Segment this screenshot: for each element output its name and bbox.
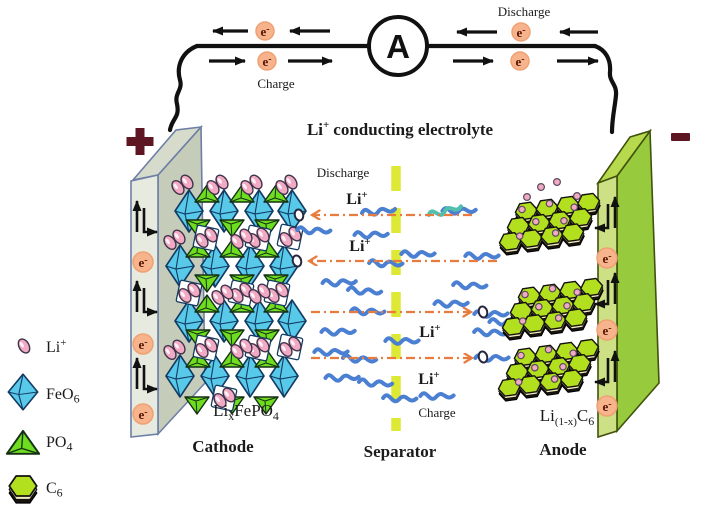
discharge-top-label: Discharge xyxy=(498,4,551,19)
anode-graphite-sheets xyxy=(493,178,608,402)
charge-mid-label: Charge xyxy=(418,405,456,420)
anode-name-label: Anode xyxy=(539,440,587,459)
cathode-name-label: Cathode xyxy=(192,437,254,456)
electron-icon xyxy=(596,395,618,417)
li-plus-label: Li+ xyxy=(346,189,367,208)
li-site-tile-icon xyxy=(176,280,202,306)
electron-icon xyxy=(596,319,618,341)
legend-item-po4: PO4 xyxy=(5,429,72,455)
li-ion-dot-icon xyxy=(536,183,545,192)
ammeter: A xyxy=(367,15,429,77)
li-site-tile-icon xyxy=(193,335,219,361)
right-wire-curve xyxy=(592,43,619,135)
electron-label: e- xyxy=(138,255,147,270)
electrolyte-title: Li+conducting electrolyte xyxy=(307,119,494,139)
electron-label: e- xyxy=(602,251,611,266)
legend-item-feo6: FeO6 xyxy=(7,373,80,411)
discharge-mid-label: Discharge xyxy=(317,165,370,180)
li-ion-transport: Discharge Li+ Li+ Li+ Li+ Charge xyxy=(290,165,497,420)
electron-label: e- xyxy=(515,54,524,69)
electron-label: e- xyxy=(138,407,147,422)
minus-sign-icon xyxy=(671,133,690,141)
electron-flow-arrows: e- e- e- e- Discharge Charge xyxy=(209,4,599,91)
li-plus-label: Li+ xyxy=(419,322,440,341)
cathode-formula: LixFePO4 xyxy=(213,401,279,423)
electron-label: e- xyxy=(516,25,525,40)
electron-icon xyxy=(132,403,154,425)
electron-label: e- xyxy=(602,323,611,338)
electron-icon xyxy=(132,251,154,273)
legend-item-c6: C6 xyxy=(8,475,63,504)
li-plus-label: Li+ xyxy=(349,236,370,255)
electron-icon xyxy=(257,51,277,71)
li-ion-dot-icon xyxy=(522,193,531,202)
electron-icon xyxy=(510,51,530,71)
electron-icon xyxy=(511,22,531,42)
li-ion-dot-icon xyxy=(572,192,581,201)
li-site-tile-icon xyxy=(277,334,303,360)
electron-label: e- xyxy=(262,54,271,69)
legend-li-label: Li+ xyxy=(46,337,66,356)
electron-label: e- xyxy=(602,399,611,414)
c6-legend-icon xyxy=(8,475,38,504)
legend-po4-label: PO4 xyxy=(46,434,72,454)
electron-label: e- xyxy=(260,24,269,39)
separator-label: Separator xyxy=(364,442,437,461)
legend-item-li: Li+ xyxy=(15,336,66,356)
charge-top-label: Charge xyxy=(257,76,295,91)
electron-icon xyxy=(132,333,154,355)
plus-sign-icon xyxy=(126,128,154,155)
electron-label: e- xyxy=(138,337,147,352)
electron-icon xyxy=(255,21,275,41)
electron-icon xyxy=(596,247,618,269)
legend: Li+ FeO6 PO4 C6 xyxy=(5,336,80,504)
li-ion-dot-icon xyxy=(552,178,561,187)
anode-collector: e- e- e- xyxy=(595,128,690,439)
ammeter-label: A xyxy=(386,28,410,65)
ammeter-circle xyxy=(367,15,429,77)
left-wire-curve xyxy=(167,43,200,133)
electrode-captions: LixFePO4 Cathode Separator Li(1-x)C6 Ano… xyxy=(192,401,594,461)
li-plus-label: Li+ xyxy=(418,369,439,388)
legend-feo6-label: FeO6 xyxy=(46,386,80,406)
anode-formula: Li(1-x)C6 xyxy=(540,406,594,428)
legend-c6-label: C6 xyxy=(46,480,63,500)
li-site-tile-icon xyxy=(193,225,219,251)
